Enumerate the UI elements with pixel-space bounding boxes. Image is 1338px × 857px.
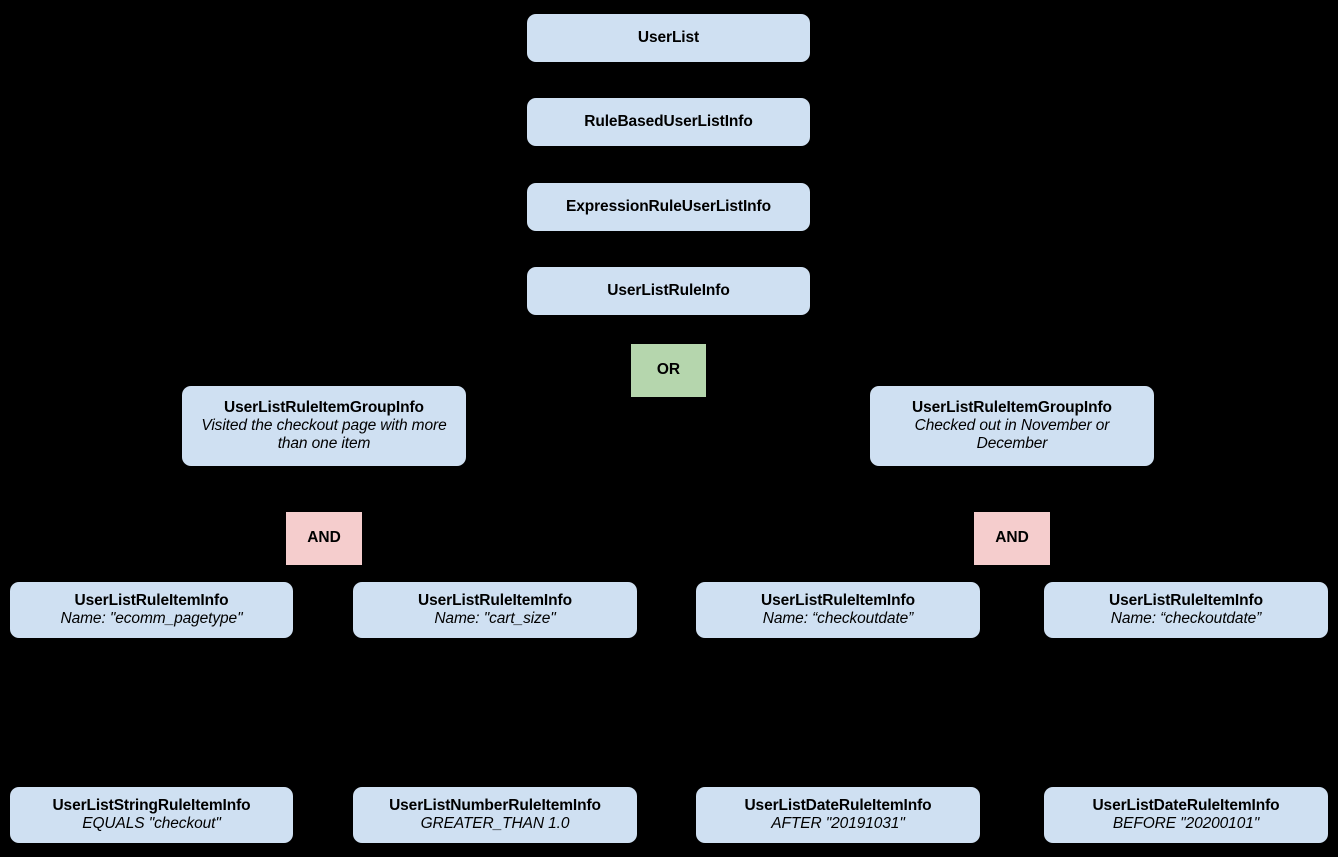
node-title: UserListRuleItemInfo: [1109, 591, 1263, 609]
node-title: ExpressionRuleUserListInfo: [566, 197, 771, 215]
node-item-3[interactable]: UserListRuleItemInfo Name: “checkoutdate…: [696, 582, 980, 638]
edge-or-to-group-right: [706, 370, 1016, 387]
node-subtitle: Name: “checkoutdate”: [1110, 610, 1262, 627]
node-title: UserListDateRuleItemInfo: [1092, 796, 1280, 814]
node-item-4[interactable]: UserListRuleItemInfo Name: “checkoutdate…: [1044, 582, 1328, 638]
node-user-list[interactable]: UserList: [527, 14, 810, 62]
node-and-operator-right[interactable]: AND: [974, 512, 1050, 565]
node-subtitle: Name: "cart_size": [434, 610, 556, 627]
node-leaf-4[interactable]: UserListDateRuleItemInfo BEFORE "2020010…: [1044, 787, 1328, 843]
node-rule-based-user-list-info[interactable]: RuleBasedUserListInfo: [527, 98, 810, 146]
node-title: UserListRuleItemInfo: [761, 591, 915, 609]
node-subtitle: Visited the checkout page with more than…: [201, 416, 447, 453]
node-title: UserListNumberRuleItemInfo: [389, 796, 601, 814]
node-title: UserListRuleInfo: [607, 281, 730, 299]
operator-label: OR: [656, 361, 681, 379]
node-subtitle: Name: "ecomm_pagetype": [60, 610, 243, 627]
edge-and-left-to-item-1: [147, 537, 290, 583]
node-title: RuleBasedUserListInfo: [584, 112, 753, 130]
node-subtitle: Checked out in November or December: [914, 416, 1110, 453]
edge-and-left-to-item-2: [358, 537, 499, 583]
operator-label: AND: [995, 529, 1029, 547]
edge-and-right-to-item-4: [1049, 537, 1190, 583]
node-or-operator[interactable]: OR: [631, 344, 706, 397]
node-title: UserListRuleItemGroupInfo: [912, 398, 1112, 416]
node-title: UserList: [637, 28, 700, 46]
node-subtitle: BEFORE "20200101": [1112, 815, 1260, 832]
edge-or-to-group-left: [320, 370, 631, 387]
node-expression-rule-user-list-info[interactable]: ExpressionRuleUserListInfo: [527, 183, 810, 231]
node-title: UserListRuleItemGroupInfo: [224, 398, 424, 416]
node-item-1[interactable]: UserListRuleItemInfo Name: "ecomm_pagety…: [10, 582, 293, 638]
node-subtitle: AFTER "20191031": [771, 815, 905, 832]
node-title: UserListRuleItemInfo: [74, 591, 229, 609]
node-group-right[interactable]: UserListRuleItemGroupInfo Checked out in…: [870, 386, 1154, 466]
node-leaf-2[interactable]: UserListNumberRuleItemInfo GREATER_THAN …: [353, 787, 637, 843]
node-group-left[interactable]: UserListRuleItemGroupInfo Visited the ch…: [182, 386, 466, 466]
node-title: UserListDateRuleItemInfo: [744, 796, 932, 814]
edge-and-right-to-item-3: [834, 537, 974, 583]
node-subtitle: EQUALS "checkout": [82, 815, 221, 832]
node-item-2[interactable]: UserListRuleItemInfo Name: "cart_size": [353, 582, 637, 638]
node-subtitle: Name: “checkoutdate”: [762, 610, 914, 627]
node-user-list-rule-info[interactable]: UserListRuleInfo: [527, 267, 810, 315]
node-title: UserListRuleItemInfo: [418, 591, 572, 609]
operator-label: AND: [307, 529, 341, 547]
node-subtitle: GREATER_THAN 1.0: [420, 815, 570, 832]
node-leaf-1[interactable]: UserListStringRuleItemInfo EQUALS "check…: [10, 787, 293, 843]
node-leaf-3[interactable]: UserListDateRuleItemInfo AFTER "20191031…: [696, 787, 980, 843]
node-and-operator-left[interactable]: AND: [286, 512, 362, 565]
node-title: UserListStringRuleItemInfo: [52, 796, 251, 814]
